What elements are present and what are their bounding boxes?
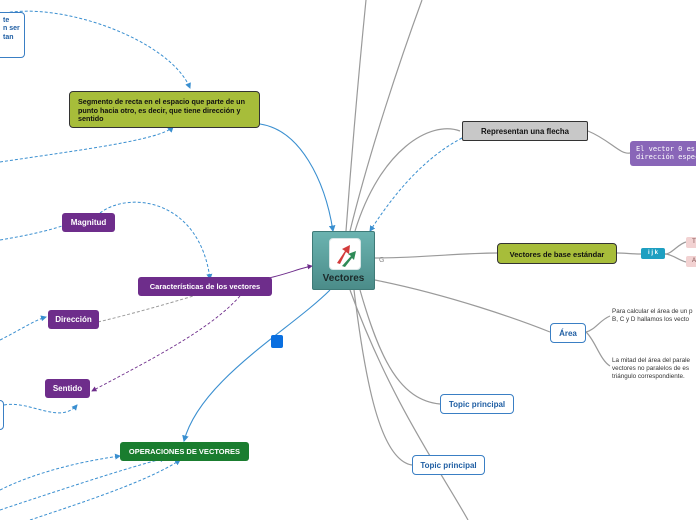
topic-principal-2-text: Topic principal [420,461,477,470]
sense-text: Sentido [52,384,83,393]
characteristics-topic[interactable]: Características de los vectores [138,277,272,296]
area-note-2-line1: La mitad del área del parale [612,357,691,364]
edge-sense-link [91,295,241,392]
direction-text: Dirección [55,315,92,324]
basis-tag-text: i j k [647,250,658,256]
operations-topic[interactable]: OPERACIONES DE VECTORES [120,442,249,461]
partial-note-line3: tan [3,33,14,41]
edge-area [374,279,551,333]
basis-sub-a[interactable]: T [686,237,696,248]
zero-vector-line1: El vector 0 es [636,145,696,153]
magnitude-text: Magnitud [70,218,107,227]
zero-vector-note[interactable]: El vector 0 es dirección espec [630,141,696,166]
edge-basis-b [664,253,687,263]
definition-topic[interactable]: Segmento de recta en el espacio que part… [69,91,260,128]
edge-sense-in [3,403,78,414]
magnitude-topic[interactable]: Magnitud [62,213,115,232]
topic-principal-2[interactable]: Topic principal [412,455,485,475]
partial-note-line2: n ser [3,25,20,33]
sense-topic[interactable]: Sentido [45,379,90,398]
edge-representation [354,128,461,232]
central-topic-title: Vectores [322,273,365,284]
edge-bottom [349,289,469,520]
vector-arrows-icon [329,238,361,270]
partial-left-box[interactable] [0,400,4,430]
area-text: Área [559,329,577,338]
edge-basis-a [664,241,687,255]
operations-text: OPERACIONES DE VECTORES [128,447,241,456]
area-note-1-line1: Para calcular el área de un p [612,308,693,315]
characteristics-text: Características de los vectores [149,282,261,291]
edge-zero-vector [587,130,631,154]
area-note-2-line3: triángulo correspondiente. [612,373,685,381]
partial-note-line1: te [3,17,10,24]
edge-magnitude-link [99,201,213,280]
edge-basis [374,252,498,259]
basis-sub-a-text: T [692,239,696,245]
zero-vector-line2: dirección espec [636,153,696,162]
edge-top-2 [349,0,423,232]
edge-basis-tag [616,252,642,255]
edge-operations-in-3 [29,459,181,520]
representation-text: Representan una flecha [481,127,569,136]
standard-basis-text: Vectores de base estándar [509,250,605,259]
edge-topic1 [359,289,441,405]
standard-basis-topic[interactable]: Vectores de base estándar [497,243,617,264]
edge-operations-in-2 [0,456,166,511]
partial-note[interactable]: te n ser tan [0,12,25,58]
area-note-2-line2: vectores no paralelos de es [612,365,690,373]
edge-representation-link [369,137,463,232]
basis-tag[interactable]: i j k [641,248,665,259]
topic-principal-1[interactable]: Topic principal [440,394,514,414]
edge-top-1 [345,0,367,232]
edge-direction-in [0,315,47,341]
central-topic[interactable]: Vectores [312,231,375,290]
representation-topic[interactable]: Representan una flecha [462,121,588,141]
edge-topic2 [353,289,413,466]
topic-principal-1-text: Topic principal [448,400,506,409]
edge-operations-in-1 [0,453,121,491]
edge-operations [182,289,331,443]
basis-sub-b[interactable]: A [686,256,696,267]
edge-area-note1 [585,315,611,333]
collapse-handle[interactable] [271,335,283,348]
edge-direction-char [97,293,201,323]
edge-partial-note [0,10,191,89]
edge-definition-back [0,126,174,163]
area-topic[interactable]: Área [550,323,586,343]
link-glyph-icon: G [379,257,384,264]
definition-text: Segmento de recta en el espacio que part… [78,97,245,124]
edge-magnitude-out [0,225,63,241]
edge-definition [254,119,336,233]
area-note-2: La mitad del área del parale vectores no… [612,357,696,383]
area-note-1: Para calcular el área de un p B, C y D h… [612,308,696,326]
direction-topic[interactable]: Dirección [48,310,99,329]
basis-sub-b-text: A [691,258,696,264]
edge-area-note2 [585,331,611,367]
area-note-1-line2: B, C y D hallamos los vecto [612,316,689,324]
